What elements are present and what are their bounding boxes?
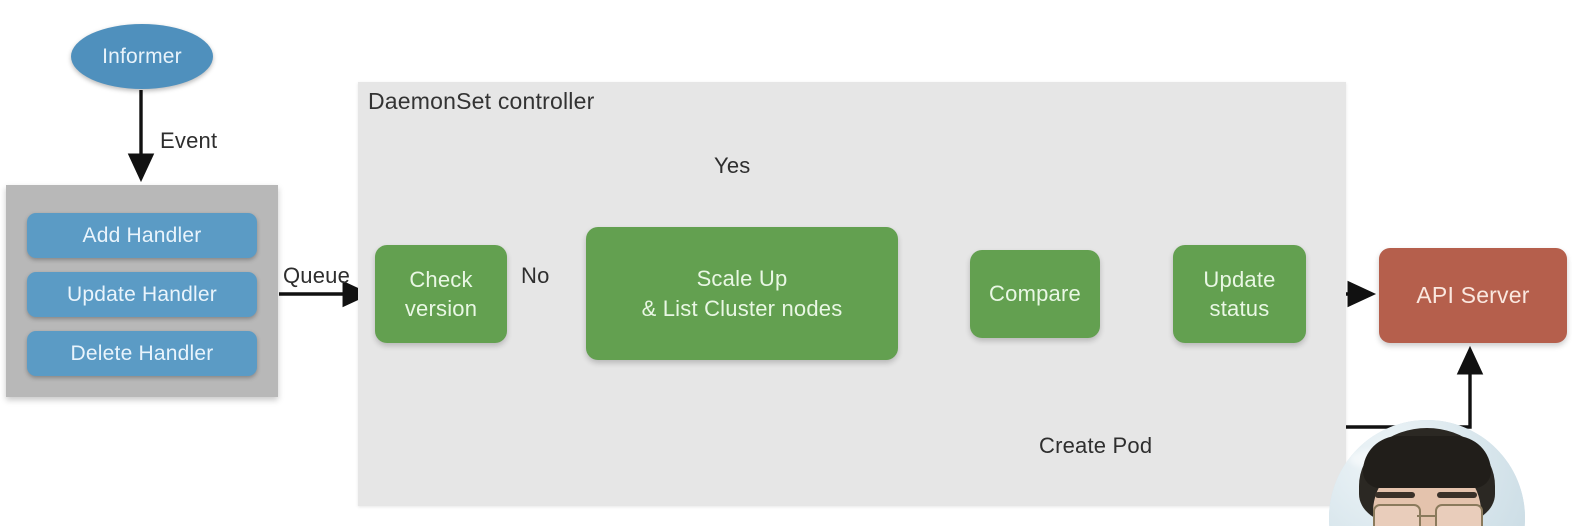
event-handlers-panel: Add Handler Update Handler Delete Handle… <box>6 185 278 397</box>
step-scale-up-line2: & List Cluster nodes <box>641 295 843 321</box>
edge-label-create-pod: Create Pod <box>1039 433 1153 458</box>
step-check-version-label: Check version <box>405 265 477 324</box>
step-update-status-line2: status <box>1209 296 1270 321</box>
handler-add[interactable]: Add Handler <box>27 213 257 258</box>
step-update-status-line1: Update <box>1203 266 1276 292</box>
presenter-video-overlay <box>1329 420 1525 526</box>
step-check-version-line1: Check <box>409 266 473 292</box>
api-server-label: API Server <box>1416 282 1530 308</box>
webcam-brow-left <box>1375 492 1415 498</box>
edge-label-event: Event <box>160 128 218 153</box>
step-compare[interactable]: Compare <box>970 250 1100 338</box>
webcam-lens-left <box>1373 504 1421 526</box>
step-check-version-line2: version <box>404 296 478 321</box>
handler-update-label: Update Handler <box>67 282 217 306</box>
informer-node[interactable]: Informer <box>71 24 213 89</box>
daemonset-controller-title: DaemonSet controller <box>368 88 595 114</box>
edge-label-yes: Yes <box>714 153 751 178</box>
api-server-node[interactable]: API Server <box>1379 248 1567 343</box>
handler-update[interactable]: Update Handler <box>27 272 257 317</box>
step-update-status-label: Update status <box>1203 265 1275 324</box>
webcam-lens-right <box>1435 504 1483 526</box>
step-scale-up-line1: Scale Up <box>696 266 788 292</box>
edge-label-no: No <box>521 263 550 288</box>
handler-delete-label: Delete Handler <box>70 341 214 365</box>
webcam-fringe <box>1363 436 1491 488</box>
edge-label-queue: Queue <box>283 263 351 288</box>
webcam-glasses-bridge <box>1417 515 1437 517</box>
webcam-glasses <box>1371 504 1483 526</box>
webcam-brow-right <box>1437 492 1477 498</box>
step-scale-up-label: Scale Up & List Cluster nodes <box>642 264 843 323</box>
step-check-version[interactable]: Check version <box>375 245 507 343</box>
handler-add-label: Add Handler <box>82 223 202 247</box>
step-compare-label: Compare <box>989 281 1081 307</box>
handler-delete[interactable]: Delete Handler <box>27 331 257 376</box>
step-update-status[interactable]: Update status <box>1173 245 1306 343</box>
informer-label: Informer <box>102 44 182 68</box>
step-scale-up[interactable]: Scale Up & List Cluster nodes <box>586 227 898 360</box>
